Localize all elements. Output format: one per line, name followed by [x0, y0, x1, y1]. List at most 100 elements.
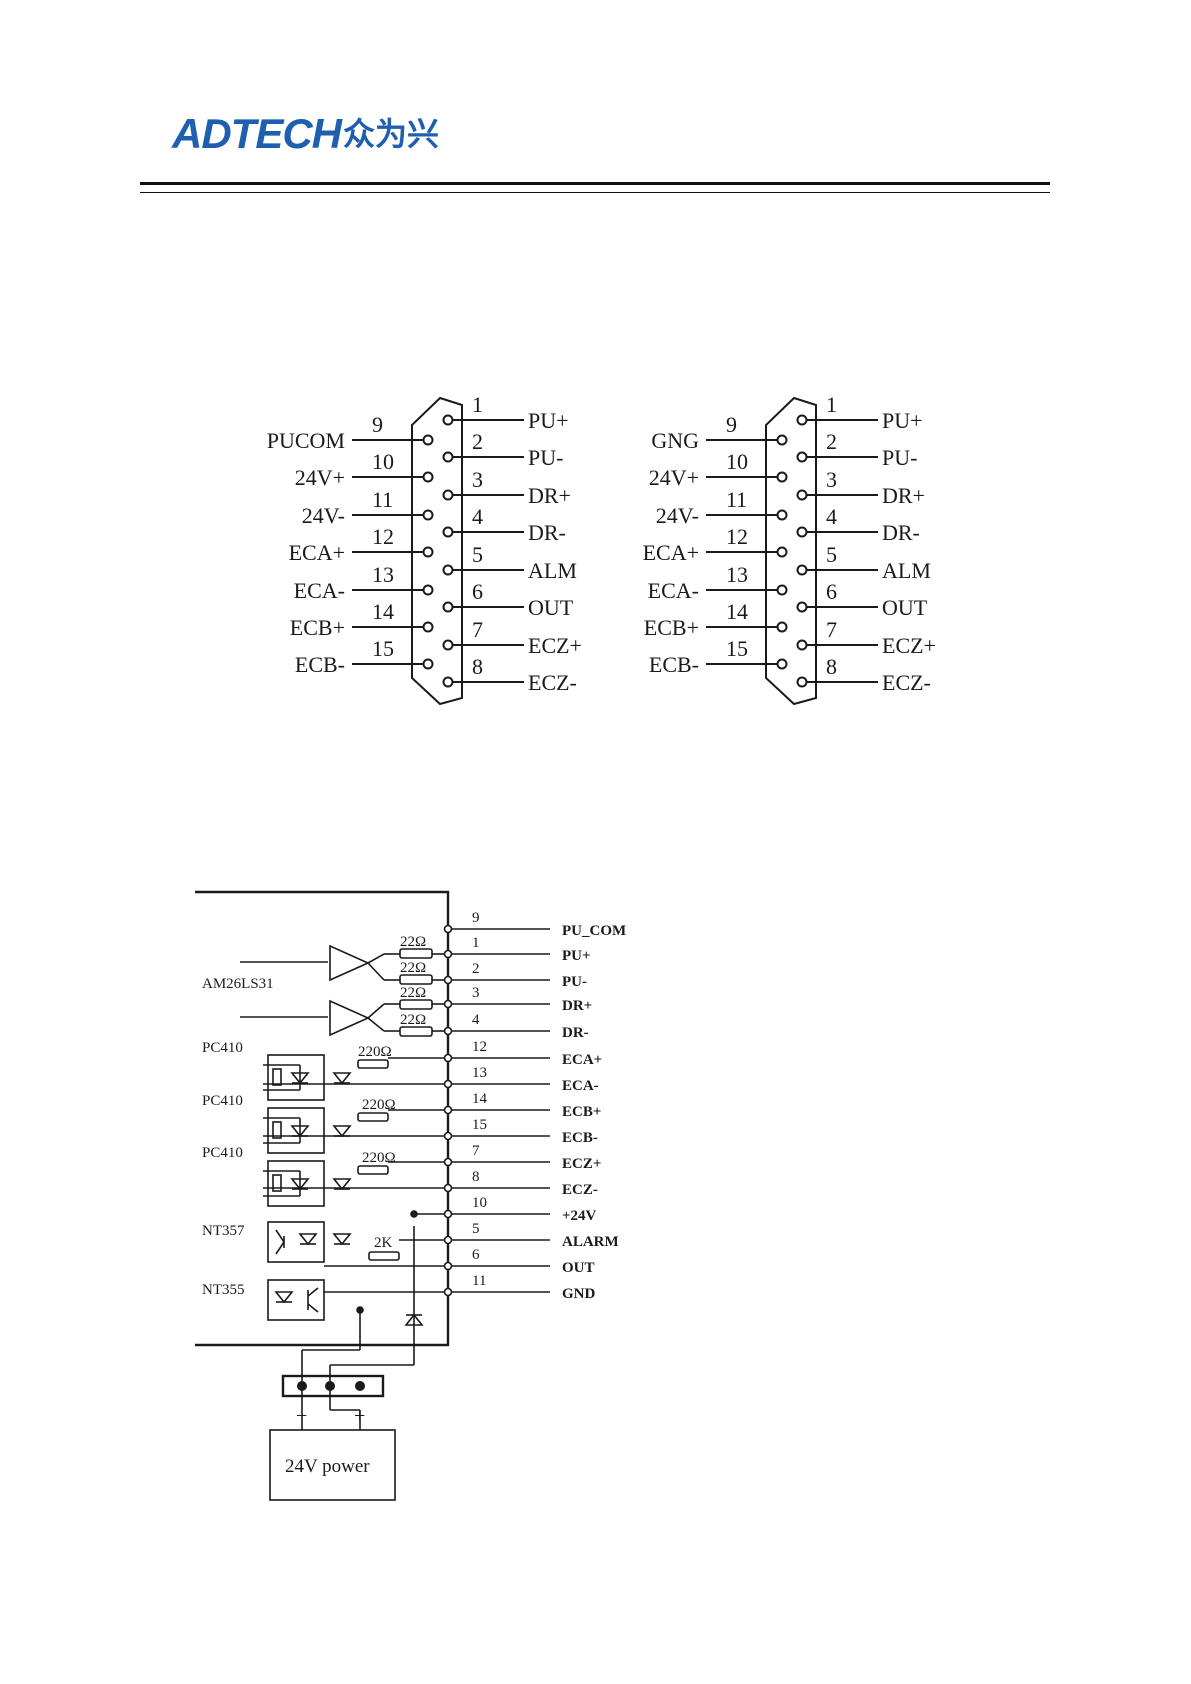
right-connector-pin-number: 13 — [726, 562, 748, 587]
schematic-terminal-signal: ECZ+ — [562, 1156, 601, 1172]
right-connector-pin-hole — [776, 509, 788, 521]
schematic-terminal-signal: ECA- — [562, 1078, 599, 1094]
schematic-terminal-node — [443, 1105, 453, 1115]
schematic-terminal-node — [443, 1235, 453, 1245]
right-connector-pin-number: 10 — [726, 449, 748, 474]
terminal-block-dots — [297, 1381, 365, 1391]
db15-connector-left — [352, 396, 524, 706]
power-minus-sign: − — [296, 1405, 307, 1427]
optocoupler-pc410-2 — [263, 1107, 389, 1154]
label-r-dr-plus: 22Ω — [400, 985, 426, 1001]
schematic-terminal-node — [443, 1157, 453, 1167]
schematic-terminal-signal: DR- — [562, 1025, 589, 1041]
right-connector-pin-hole — [796, 601, 808, 613]
schematic-terminal-signal: GND — [562, 1286, 596, 1302]
brand-latin: ADTECH — [172, 110, 342, 157]
schematic-terminal-signal: DR+ — [562, 998, 592, 1014]
schematic-terminal-node — [443, 924, 453, 934]
left-connector-pin-number: 2 — [472, 429, 483, 454]
left-connector-pin-hole — [442, 676, 454, 688]
left-connector-pin-hole — [422, 621, 434, 633]
schematic-terminal-node — [443, 949, 453, 959]
right-connector-pin-hole — [776, 621, 788, 633]
right-connector-pin-label: PU- — [882, 445, 917, 470]
schematic-terminal-signal: PU_COM — [562, 923, 626, 939]
left-connector-pin-label: OUT — [528, 595, 574, 620]
left-connector-pin-hole — [422, 471, 434, 483]
label-r-dr-minus: 22Ω — [400, 1012, 426, 1028]
right-connector-pin-number: 4 — [826, 504, 837, 529]
right-connector-pin-hole — [776, 546, 788, 558]
right-connector-pin-label: GNG — [651, 428, 699, 453]
left-connector-pin-number: 1 — [472, 392, 483, 417]
schematic-terminal-signal: ECB+ — [562, 1104, 601, 1120]
right-connector-pin-number: 3 — [826, 467, 837, 492]
right-connector-pin-number: 6 — [826, 579, 837, 604]
left-connector-pin-label: PUCOM — [267, 428, 345, 453]
right-connector-pin-number: 1 — [826, 392, 837, 417]
left-connector-pin-label: ALM — [528, 558, 577, 583]
left-connector-pin-label: ECA+ — [289, 540, 345, 565]
header-rule-thick — [140, 182, 1050, 185]
schematic-terminal-node — [443, 1131, 453, 1141]
left-connector-pin-hole — [442, 639, 454, 651]
right-connector-pin-hole — [776, 658, 788, 670]
left-connector-pin-hole — [442, 489, 454, 501]
right-connector-pin-label: ECZ- — [882, 670, 931, 695]
left-connector-pin-hole — [422, 584, 434, 596]
left-connector-pin-label: DR+ — [528, 483, 571, 508]
left-connector-pin-label: 24V+ — [295, 465, 345, 490]
power-supply-box — [269, 1429, 396, 1501]
schematic-terminal-node — [443, 1261, 453, 1271]
right-connector-pin-label: ECB+ — [644, 615, 699, 640]
schematic-terminal-number: 14 — [472, 1091, 488, 1107]
left-connector-pin-number: 4 — [472, 504, 483, 529]
label-am26ls31: AM26LS31 — [202, 976, 274, 992]
schematic-terminal-number: 12 — [472, 1039, 487, 1055]
left-connector-pin-hole — [442, 564, 454, 576]
right-connector-pin-label: ALM — [882, 558, 931, 583]
left-connector-pin-number: 13 — [372, 562, 394, 587]
schematic-terminal-number: 8 — [472, 1169, 480, 1185]
label-r-eca: 220Ω — [358, 1044, 392, 1060]
left-connector-pin-hole — [422, 658, 434, 670]
right-connector-pin-hole — [796, 526, 808, 538]
left-connector-pin-label: ECB- — [295, 652, 345, 677]
schematic-terminal-signal: ECZ- — [562, 1182, 598, 1198]
right-connector-pin-label: 24V- — [656, 503, 699, 528]
label-pc410-2: PC410 — [202, 1093, 243, 1109]
left-connector-pin-hole — [442, 451, 454, 463]
right-connector-pin-number: 11 — [726, 487, 747, 512]
schematic-labels: AM26LS31 PC410 PC410 PC410 NT357 NT355 2… — [202, 934, 426, 1477]
right-connector-pin-label: ECB- — [649, 652, 699, 677]
right-connector-pin-label: 24V+ — [649, 465, 699, 490]
terminal-block — [281, 1374, 385, 1398]
label-r-pu-plus: 22Ω — [400, 934, 426, 950]
schematic-terminal-number: 3 — [472, 985, 480, 1001]
schematic-terminal-number: 1 — [472, 935, 480, 951]
schematic-terminal-number: 6 — [472, 1247, 480, 1263]
right-connector-pin-number: 12 — [726, 524, 748, 549]
schematic-terminal-number: 4 — [472, 1012, 480, 1028]
header-rule-thin — [140, 192, 1050, 193]
left-connector-pin-hole — [422, 434, 434, 446]
right-connector-pin-number: 9 — [726, 412, 737, 437]
schematic-terminal-signal: PU+ — [562, 948, 591, 964]
right-connector-pin-label: ECZ+ — [882, 633, 936, 658]
right-connector-pin-label: ECA+ — [643, 540, 699, 565]
right-connector-pin-number: 2 — [826, 429, 837, 454]
left-connector-pin-label: 24V- — [302, 503, 345, 528]
schematic-terminal-number: 5 — [472, 1221, 480, 1237]
left-connector-pin-number: 5 — [472, 542, 483, 567]
schematic-terminal-node — [443, 1183, 453, 1193]
power-plus-sign: + — [354, 1405, 365, 1427]
right-connector-pin-label: OUT — [882, 595, 928, 620]
right-connector-pin-hole — [776, 584, 788, 596]
schematic-terminal-signal: ALARM — [562, 1234, 619, 1250]
left-connector-pin-hole — [442, 526, 454, 538]
left-connector-pin-number: 14 — [372, 599, 394, 624]
brand-chinese: 众为兴 — [343, 115, 440, 153]
adtech-logo: ADTECH 众为兴 — [172, 112, 439, 156]
right-connector-pin-number: 5 — [826, 542, 837, 567]
